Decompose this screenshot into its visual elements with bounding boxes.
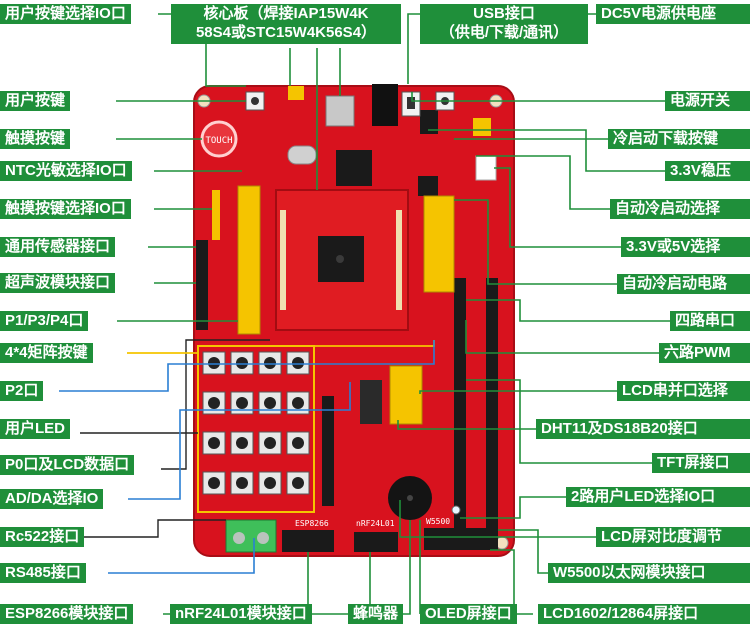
leader-lines bbox=[116, 13, 670, 615]
lcd-jumpers bbox=[389, 365, 423, 425]
nrf-silk: nRF24L01 bbox=[356, 519, 395, 528]
label-dht11: DHT11及DS18B20接口 bbox=[536, 419, 750, 439]
power-switch bbox=[401, 91, 421, 117]
label-cold-start: 冷启动下载按键 bbox=[608, 129, 750, 149]
keypad-button-cap bbox=[236, 477, 248, 489]
keypad-button-cap bbox=[208, 397, 220, 409]
label-six-pwm: 六路PWM bbox=[659, 343, 750, 363]
label-led-select: 2路用户LED选择IO口 bbox=[566, 487, 750, 507]
touch-silk: TOUCH bbox=[205, 136, 232, 146]
ic-chip bbox=[336, 150, 372, 186]
label-tft: TFT屏接口 bbox=[652, 453, 750, 473]
header-column bbox=[196, 240, 208, 330]
label-p0-lcd: P0口及LCD数据口 bbox=[0, 455, 135, 475]
label-w5500: W5500以太网模块接口 bbox=[548, 563, 750, 583]
crystal bbox=[287, 145, 317, 165]
header-column bbox=[237, 185, 261, 335]
keypad-button-cap bbox=[236, 437, 248, 449]
label-oled: OLED屏接口 bbox=[420, 604, 517, 624]
keypad-button-cap bbox=[236, 357, 248, 369]
label-rc522: Rc522接口 bbox=[0, 527, 85, 547]
label-usb: USB接口 （供电/下载/通讯） bbox=[420, 4, 588, 44]
sensor-socket bbox=[423, 195, 455, 293]
w5500-silk: W5500 bbox=[426, 517, 450, 526]
keypad-button-cap bbox=[292, 437, 304, 449]
label-buzzer: 蜂鸣器 bbox=[348, 604, 404, 624]
label-lcd1602: LCD1602/12864屏接口 bbox=[538, 604, 750, 624]
label-adda: AD/DA选择IO bbox=[0, 489, 104, 509]
keypad bbox=[202, 351, 310, 495]
label-power-switch: 电源开关 bbox=[665, 91, 750, 111]
header-column bbox=[212, 190, 220, 240]
keypad-button-cap bbox=[292, 477, 304, 489]
ic-chip bbox=[420, 110, 438, 134]
label-sensor: 通用传感器接口 bbox=[0, 237, 116, 257]
header-column bbox=[322, 396, 334, 506]
header-row bbox=[354, 532, 398, 552]
keypad-button-cap bbox=[264, 437, 276, 449]
label-nrf24: nRF24L01模块接口 bbox=[170, 604, 312, 624]
label-p2: P2口 bbox=[0, 381, 44, 401]
label-volt-select: 3.3V或5V选择 bbox=[621, 237, 750, 257]
keypad-button-cap bbox=[264, 397, 276, 409]
label-auto-cold-select: 自动冷启动选择 bbox=[610, 199, 750, 219]
label-user-key: 用户按键 bbox=[0, 91, 71, 111]
label-matrix-key: 4*4矩阵按键 bbox=[0, 343, 93, 363]
label-p1p3p4: P1/P3/P4口 bbox=[0, 311, 89, 331]
label-touch-select: 触摸按键选择IO口 bbox=[0, 199, 131, 219]
header-row bbox=[424, 528, 498, 550]
keypad-button-cap bbox=[292, 397, 304, 409]
led bbox=[451, 505, 461, 515]
label-reg33: 3.3V稳压 bbox=[665, 161, 750, 181]
label-four-uart: 四路串口 bbox=[670, 311, 750, 331]
label-rs485: RS485接口 bbox=[0, 563, 86, 583]
keypad-button-cap bbox=[264, 477, 276, 489]
label-user-led: 用户LED bbox=[0, 419, 71, 439]
usb-port bbox=[325, 95, 355, 127]
label-user-key-select: 用户按键选择IO口 bbox=[0, 4, 131, 24]
label-dc5v: DC5V电源供电座 bbox=[596, 4, 750, 24]
user-button bbox=[245, 91, 265, 111]
label-lcd-contrast: LCD屏对比度调节 bbox=[596, 527, 750, 547]
header-column bbox=[486, 278, 498, 540]
header-row bbox=[282, 530, 334, 552]
label-touch-key: 触摸按键 bbox=[0, 129, 71, 149]
keypad-button-cap bbox=[208, 477, 220, 489]
reg-chip bbox=[418, 176, 438, 196]
label-lcd-serial: LCD串并口选择 bbox=[617, 381, 750, 401]
esp-silk: ESP8266 bbox=[295, 519, 329, 528]
dc-jack bbox=[372, 84, 398, 126]
label-esp8266: ESP8266模块接口 bbox=[0, 604, 134, 624]
label-auto-cold-circuit: 自动冷启动电路 bbox=[617, 274, 750, 294]
header-column bbox=[475, 155, 497, 181]
keypad-button-cap bbox=[208, 357, 220, 369]
header-column bbox=[454, 278, 466, 540]
keypad-button-cap bbox=[264, 357, 276, 369]
label-ultrasonic: 超声波模块接口 bbox=[0, 273, 116, 293]
keypad-button-cap bbox=[208, 437, 220, 449]
label-core-board: 核心板（焊接IAP15W4K 58S4或STC15W4K56S4） bbox=[171, 4, 401, 44]
keypad-button-cap bbox=[236, 397, 248, 409]
label-ntc: NTC光敏选择IO口 bbox=[0, 161, 132, 181]
keypad-button-cap bbox=[292, 357, 304, 369]
